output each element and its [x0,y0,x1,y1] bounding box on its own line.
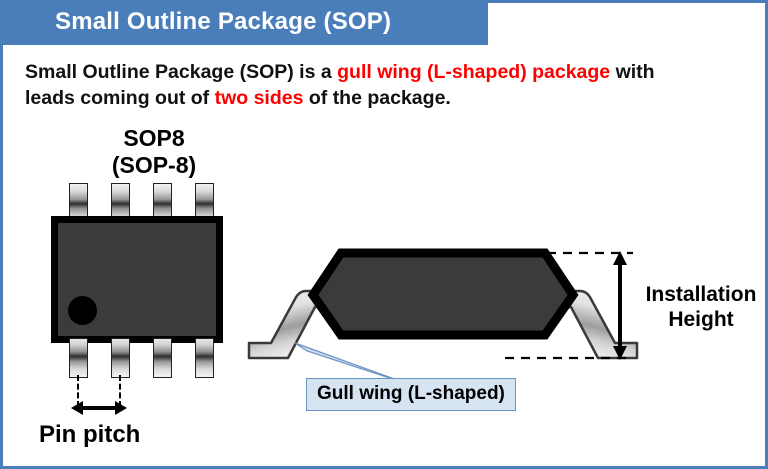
description-line1-part2: with [610,61,655,83]
pin-pitch-leader-line [77,375,79,407]
top-view-title: SOP8 (SOP-8) [69,125,239,179]
top-view-lead [111,338,130,378]
pin-pitch-leader-line [119,375,121,407]
installation-height-line2: Height [668,308,734,332]
description-highlight-gull-wing: gull wing (L-shaped) package [337,61,611,83]
pin-pitch-label: Pin pitch [39,421,141,448]
description-line2-part2: of the package. [303,87,451,110]
installation-height-line1: Installation [645,283,757,306]
description-highlight-two-sides: two sides [214,87,304,110]
installation-height-arrow-icon [613,251,627,360]
title-banner: Small Outline Package (SOP) [3,3,488,45]
top-view-lead [69,338,88,378]
installation-height-label: Installation Height [636,282,765,332]
gull-wing-callout-text: Gull wing (L-shaped) [317,383,505,404]
pin-pitch-arrow-icon [71,401,127,415]
description-line1-part1: Small Outline Package (SOP) is a [25,61,338,83]
top-view-lead [153,338,172,378]
gull-wing-lead-left [247,289,343,360]
description-line2-part1: leads coming out of [25,87,215,110]
top-view-package [43,183,243,378]
gull-wing-callout-box: Gull wing (L-shaped) [306,378,516,411]
top-view-title-line2: (SOP-8) [111,152,197,179]
top-view-lead [195,338,214,378]
side-view-package [247,248,639,360]
pin-1-dot-icon [68,296,97,325]
top-view-title-line1: SOP8 [123,125,185,151]
description-paragraph: Small Outline Package (SOP) is a gull wi… [25,59,755,112]
page-title: Small Outline Package (SOP) [55,8,392,35]
side-view-body [307,248,579,340]
gull-wing-lead-right [543,289,639,360]
